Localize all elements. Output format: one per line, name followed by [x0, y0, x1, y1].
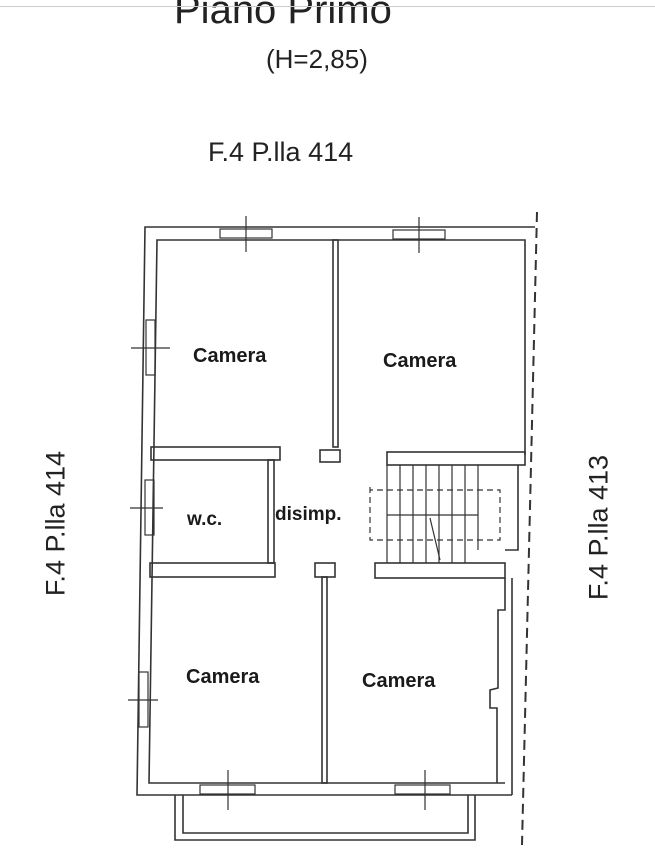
room-label-camera-bottom-left: Camera — [186, 666, 260, 688]
balcony — [174, 795, 476, 841]
exterior-walls — [136, 226, 535, 796]
plan-title: Piano Primo — [174, 0, 392, 32]
room-label-camera-bottom-right: Camera — [362, 670, 436, 692]
room-label-wc: w.c. — [186, 509, 222, 530]
room-label-camera-top-right: Camera — [383, 350, 457, 372]
windows — [128, 216, 451, 810]
room-label-camera-top-left: Camera — [193, 345, 267, 367]
property-boundary-line — [521, 211, 538, 846]
interior-walls — [149, 239, 526, 784]
boundary-top-label: F.4 P.lla 414 — [208, 137, 354, 167]
room-label-disimpegno: disimp. — [275, 504, 342, 525]
staircase — [369, 465, 501, 563]
scan-edge — [0, 6, 655, 7]
height-note: (H=2,85) — [266, 44, 368, 74]
